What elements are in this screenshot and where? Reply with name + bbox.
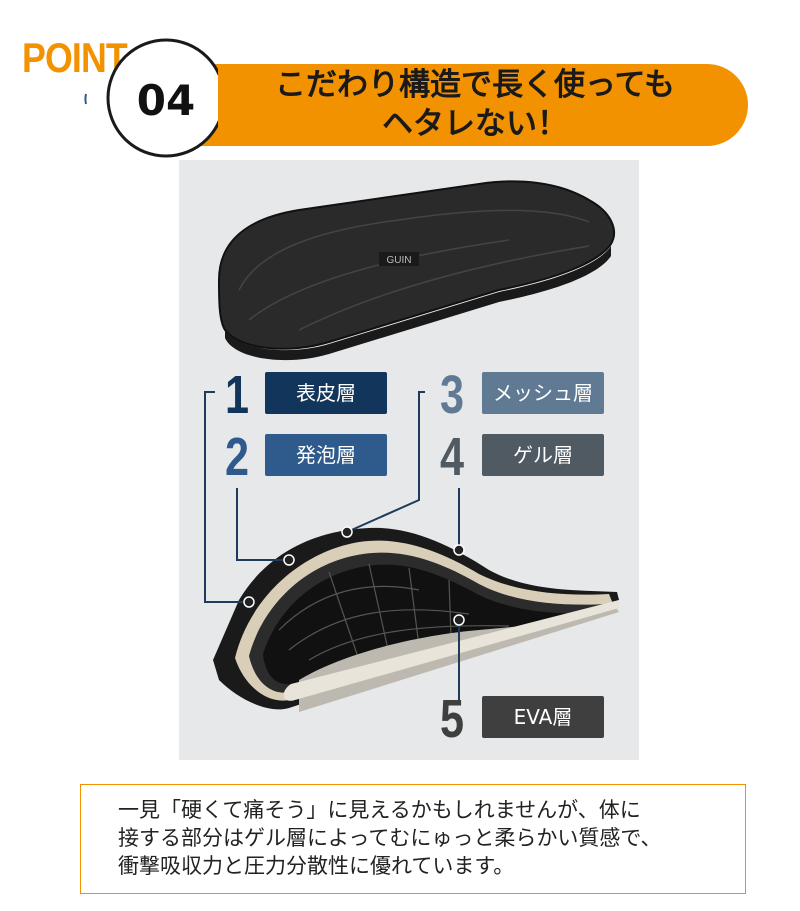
point-label: POINT [22,34,128,81]
layer-3-number: 3 [440,365,465,425]
layer-5-number: 5 [440,689,465,749]
description-box [80,784,746,894]
point-badge [84,38,218,158]
title-bar [150,64,748,146]
page-title: こだわり構造で長く使っても ヘタレない！ [215,66,735,144]
title-line-2: ヘタレない！ [382,106,568,142]
layer-1-label: 表皮層 [265,372,387,414]
product-photo: GUIN [179,160,639,760]
layer-3-label: メッシュ層 [482,372,604,414]
brand-tag-bg [379,252,419,266]
description-line-3: 衝撃吸収力と圧力分散性に優れています。 [118,854,515,878]
layer-1-number: 1 [225,365,250,425]
layer-4-number: 4 [440,427,465,487]
layer-4-label: ゲル層 [482,434,604,476]
title-line-1: こだわり構造で長く使っても [275,67,675,103]
description-line-1: 一見「硬くて痛そう」に見えるかもしれませんが、体に [118,798,641,822]
layer-5-label: EVA層 [482,696,604,738]
point-number: 04 [136,76,196,125]
layer-2-label: 発泡層 [265,434,387,476]
description-line-2: 接する部分はゲル層によってむにゅっと柔らかい質感で、 [118,826,662,850]
layer-2-number: 2 [225,427,250,487]
brand-tag: GUIN [387,255,412,266]
